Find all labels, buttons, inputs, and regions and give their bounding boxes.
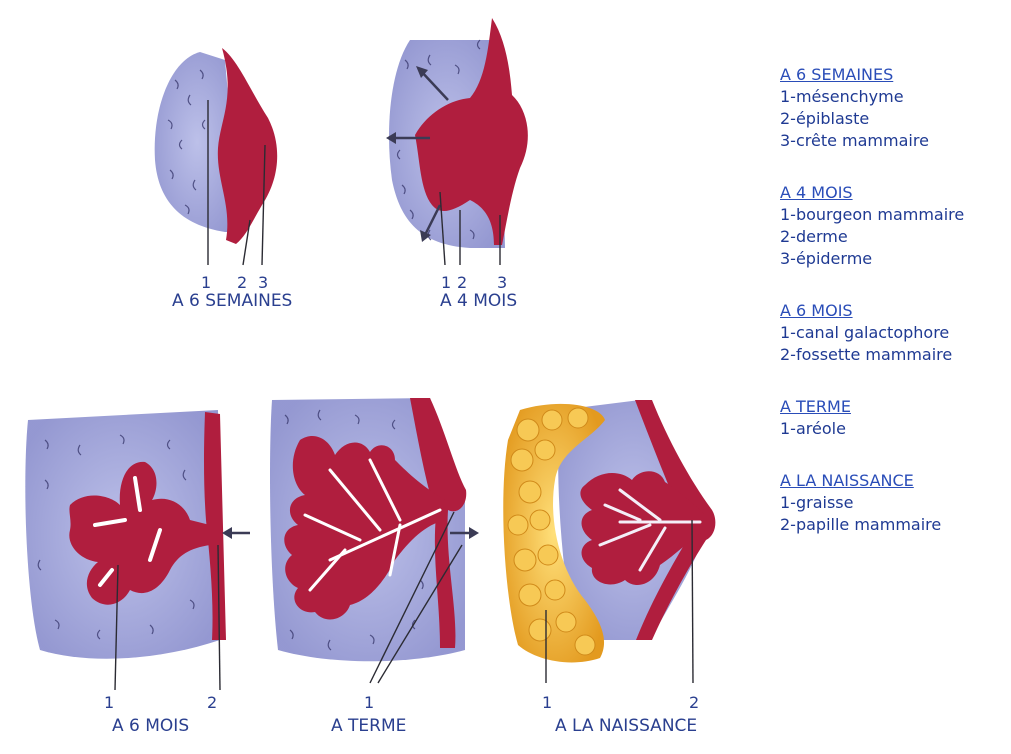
legend-group-four-months: A 4 MOIS 1-bourgeon mammaire 2-derme 3-é…: [780, 182, 1005, 270]
legend-group-six-months: A 6 MOIS 1-canal galactophore 2-fossette…: [780, 300, 1005, 366]
legend-item: 1-mésenchyme: [780, 86, 1005, 108]
stage-birth: 1 2 A LA NAISSANCE: [503, 400, 715, 736]
stage-caption: A 6 SEMAINES: [172, 291, 292, 311]
legend-heading: A 4 MOIS: [780, 182, 1005, 204]
label-number: 3: [497, 273, 507, 292]
legend-item: 1-aréole: [780, 418, 1005, 440]
legend-item: 3-épiderme: [780, 248, 1005, 270]
stage-caption: A TERME: [331, 716, 406, 736]
label-number: 2: [689, 693, 699, 712]
stage-six-weeks: 1 2 3 A 6 SEMAINES: [155, 48, 293, 311]
stage-term: 1 A TERME: [270, 398, 479, 736]
stage-four-months: 1 2 3 A 4 MOIS: [386, 18, 528, 311]
stage-caption: A LA NAISSANCE: [555, 716, 697, 736]
label-number: 2: [457, 273, 467, 292]
label-number: 1: [104, 693, 114, 712]
legend-item: 1-bourgeon mammaire: [780, 204, 1005, 226]
label-number: 3: [258, 273, 268, 292]
legend-item: 1-graisse: [780, 492, 1005, 514]
legend-item: 3-crête mammaire: [780, 130, 1005, 152]
legend-item: 2-papille mammaire: [780, 514, 1005, 536]
legend: A 6 SEMAINES 1-mésenchyme 2-épiblaste 3-…: [780, 64, 1005, 566]
legend-item: 2-derme: [780, 226, 1005, 248]
stage-six-months: 1 2 A 6 MOIS: [25, 410, 250, 736]
label-number: 2: [237, 273, 247, 292]
legend-group-birth: A LA NAISSANCE 1-graisse 2-papille mamma…: [780, 470, 1005, 536]
legend-item: 2-épiblaste: [780, 108, 1005, 130]
label-number: 1: [364, 693, 374, 712]
label-number: 1: [201, 273, 211, 292]
stage-caption: A 4 MOIS: [440, 291, 517, 311]
legend-group-term: A TERME 1-aréole: [780, 396, 1005, 440]
legend-item: 1-canal galactophore: [780, 322, 1005, 344]
legend-heading: A 6 MOIS: [780, 300, 1005, 322]
label-number: 1: [441, 273, 451, 292]
label-number: 1: [542, 693, 552, 712]
legend-heading: A 6 SEMAINES: [780, 64, 1005, 86]
stage-caption: A 6 MOIS: [112, 716, 189, 736]
legend-heading: A TERME: [780, 396, 1005, 418]
label-number: 2: [207, 693, 217, 712]
legend-group-six-weeks: A 6 SEMAINES 1-mésenchyme 2-épiblaste 3-…: [780, 64, 1005, 152]
legend-heading: A LA NAISSANCE: [780, 470, 1005, 492]
legend-item: 2-fossette mammaire: [780, 344, 1005, 366]
